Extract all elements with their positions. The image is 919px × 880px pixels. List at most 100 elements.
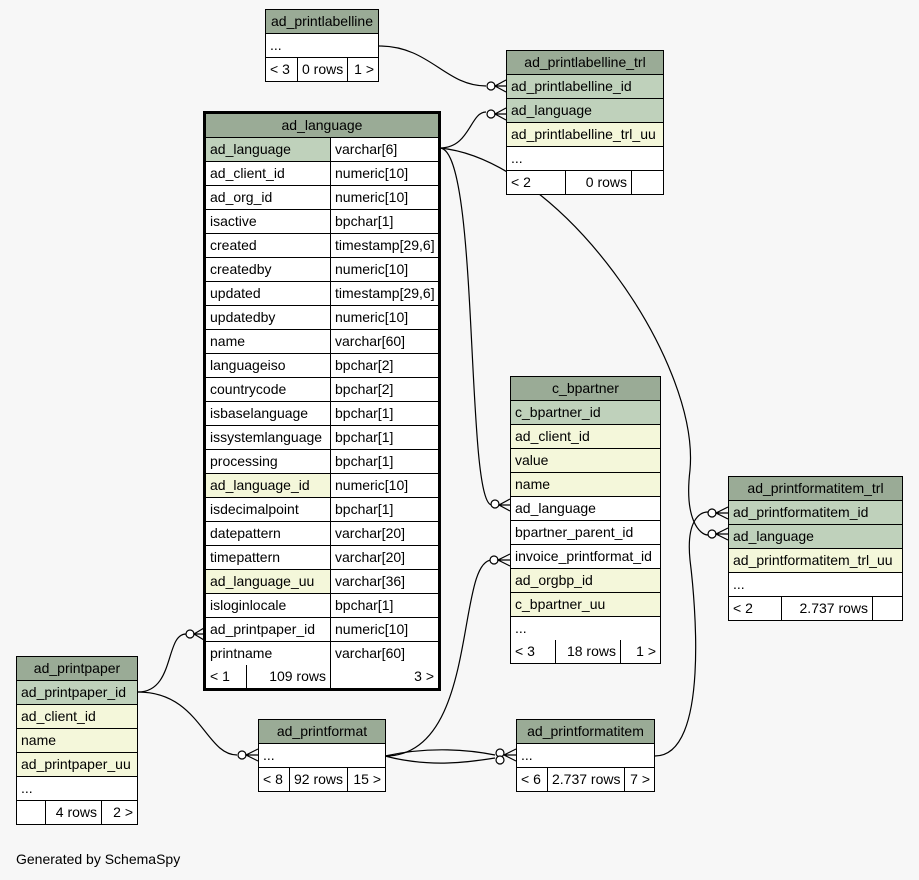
table-row: isactive bpchar[1]	[206, 210, 438, 234]
column-name: ...	[515, 620, 527, 636]
table-footer: < 2 0 rows	[507, 171, 663, 194]
column-name: ad_client_id	[210, 165, 285, 181]
table-row: ad_printformatitem_id	[729, 501, 902, 525]
column-name: isactive	[210, 213, 257, 229]
column-name: updated	[210, 285, 261, 301]
table-row: isloginlocale bpchar[1]	[206, 594, 438, 618]
edge-printformatitem-to-trl	[654, 511, 709, 757]
table-header: c_bpartner	[511, 377, 660, 401]
table-row: ad_language	[507, 99, 663, 123]
table-row: ad_printformatitem_trl_uu	[729, 549, 902, 573]
table-row: ...	[517, 744, 654, 768]
table-header: ad_printlabelline	[266, 10, 378, 34]
table-ad-printformatitem-trl[interactable]: ad_printformatitem_trl ad_printformatite…	[728, 476, 903, 621]
edge-printpaper-to-printformat	[137, 691, 238, 756]
column-name: ad_client_id	[515, 428, 590, 444]
column-type: timestamp[29,6]	[330, 234, 438, 257]
table-row: languageiso bpchar[2]	[206, 354, 438, 378]
table-row: ad_client_id	[511, 425, 660, 449]
column-type: numeric[10]	[330, 474, 438, 497]
table-row: ad_printlabelline_trl_uu	[507, 123, 663, 147]
column-type: varchar[60]	[330, 330, 438, 353]
column-name: languageiso	[210, 357, 286, 373]
table-row: ad_printpaper_id	[17, 681, 137, 705]
column-type: numeric[10]	[330, 162, 438, 185]
column-type: varchar[20]	[330, 522, 438, 545]
column-name: name	[210, 333, 246, 349]
column-name: processing	[210, 453, 278, 469]
table-row: bpartner_parent_id	[511, 521, 660, 545]
table-row: timepattern varchar[20]	[206, 546, 438, 570]
edge-printformat-to-printformatitem-a	[384, 749, 496, 757]
column-name: printname	[210, 645, 273, 661]
column-type: numeric[10]	[330, 618, 438, 641]
column-type: bpchar[1]	[330, 402, 438, 425]
table-header: ad_printformatitem	[517, 720, 654, 744]
table-ad-printlabelline-trl[interactable]: ad_printlabelline_trl ad_printlabelline_…	[506, 50, 664, 195]
table-row: ...	[729, 573, 902, 597]
table-row: name varchar[60]	[206, 330, 438, 354]
table-footer: < 3 18 rows 1 >	[511, 640, 660, 663]
table-row: ad_language	[511, 497, 660, 521]
table-ad-printpaper[interactable]: ad_printpaper ad_printpaper_id ad_client…	[16, 656, 138, 825]
column-type: bpchar[1]	[330, 426, 438, 449]
table-row: ad_orgbp_id	[511, 569, 660, 593]
column-type: bpchar[1]	[330, 210, 438, 233]
column-name: isloginlocale	[210, 597, 287, 613]
table-row: ad_language	[729, 525, 902, 549]
table-ad-printformat[interactable]: ad_printformat ... < 8 92 rows 15 >	[258, 719, 386, 792]
column-type: numeric[10]	[330, 258, 438, 281]
column-type: bpchar[2]	[330, 354, 438, 377]
column-name: invoice_printformat_id	[515, 548, 652, 564]
column-type: varchar[20]	[330, 546, 438, 569]
table-row: invoice_printformat_id	[511, 545, 660, 569]
column-name: updatedby	[210, 309, 276, 325]
column-type: bpchar[1]	[330, 594, 438, 617]
column-name: ad_language_id	[210, 477, 310, 493]
column-name: createdby	[210, 261, 272, 277]
edge-language-to-printlabelline-trl	[439, 111, 487, 149]
table-row: ad_printlabelline_id	[507, 75, 663, 99]
column-name: value	[515, 452, 549, 468]
table-row: ad_language_uu varchar[36]	[206, 570, 438, 594]
column-type: varchar[6]	[330, 138, 438, 161]
edge-printlabelline-to-trl	[378, 45, 487, 87]
column-name: ad_language_uu	[210, 573, 315, 589]
column-type: varchar[36]	[330, 570, 438, 593]
table-row: ad_client_id	[17, 705, 137, 729]
table-row: c_bpartner_uu	[511, 593, 660, 617]
column-name: ad_printpaper_id	[210, 621, 316, 637]
table-row: createdby numeric[10]	[206, 258, 438, 282]
table-header: ad_language	[206, 114, 438, 138]
edge-language-to-bpartner	[439, 147, 493, 506]
column-name: timepattern	[210, 549, 281, 565]
column-name: ad_language	[210, 141, 291, 157]
column-name: ad_org_id	[210, 189, 273, 205]
table-row: ad_printpaper_uu	[17, 753, 137, 777]
edge-printformat-to-printformatitem-b	[384, 755, 496, 764]
table-row: value	[511, 449, 660, 473]
table-footer: < 8 92 rows 15 >	[259, 768, 385, 791]
generated-by-credit: Generated by SchemaSpy	[16, 851, 181, 867]
column-name: c_bpartner_uu	[515, 596, 606, 612]
table-ad-printformatitem[interactable]: ad_printformatitem ... < 6 2.737 rows 7 …	[516, 719, 655, 792]
table-ad-printlabelline[interactable]: ad_printlabelline ... < 3 0 rows 1 >	[265, 9, 379, 82]
column-name: created	[210, 237, 257, 253]
table-row: ad_printpaper_id numeric[10]	[206, 618, 438, 642]
column-name: bpartner_parent_id	[515, 524, 634, 540]
column-name: datepattern	[210, 525, 281, 541]
table-footer: < 3 0 rows 1 >	[266, 58, 378, 81]
table-footer: < 1 109 rows 3 >	[206, 665, 438, 688]
table-header: ad_printformatitem_trl	[729, 477, 902, 501]
table-footer: < 6 2.737 rows 7 >	[517, 768, 654, 791]
table-row: ad_language_id numeric[10]	[206, 474, 438, 498]
